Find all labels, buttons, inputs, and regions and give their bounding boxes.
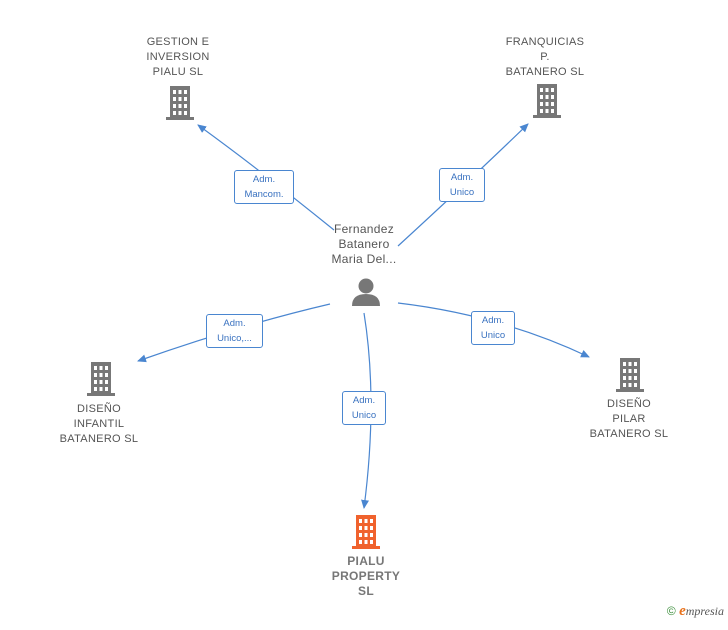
edge-label-gestion[interactable]: Adm. Mancom. bbox=[234, 170, 294, 204]
edge-label-pialu[interactable]: Adm. Unico bbox=[342, 391, 386, 425]
edge-label-franquicias[interactable]: Adm. Unico bbox=[439, 168, 485, 202]
brand-logo: empresia bbox=[679, 603, 724, 619]
company-label-infantil[interactable]: DISEÑO INFANTIL BATANERO SL bbox=[59, 403, 139, 445]
building-icon[interactable] bbox=[351, 515, 381, 554]
building-icon[interactable] bbox=[615, 358, 645, 397]
building-icon[interactable] bbox=[532, 84, 562, 123]
building-icon[interactable] bbox=[165, 86, 195, 125]
person-name[interactable]: Fernandez Batanero Maria Del... bbox=[331, 222, 397, 266]
person-icon[interactable] bbox=[350, 277, 382, 312]
edge-label-infantil[interactable]: Adm. Unico,... bbox=[206, 314, 263, 348]
company-label-gestion[interactable]: GESTION E INVERSION PIALU SL bbox=[146, 36, 210, 78]
brand-footer: © empresia bbox=[667, 603, 724, 620]
company-label-pialu[interactable]: PIALU PROPERTY SL bbox=[331, 554, 401, 598]
copyright-symbol: © bbox=[666, 604, 676, 618]
company-label-franquicias[interactable]: FRANQUICIAS P. BATANERO SL bbox=[505, 36, 585, 78]
company-label-pilar[interactable]: DISEÑO PILAR BATANERO SL bbox=[589, 398, 669, 440]
edge-label-pilar[interactable]: Adm. Unico bbox=[471, 311, 515, 345]
building-icon[interactable] bbox=[86, 362, 116, 401]
